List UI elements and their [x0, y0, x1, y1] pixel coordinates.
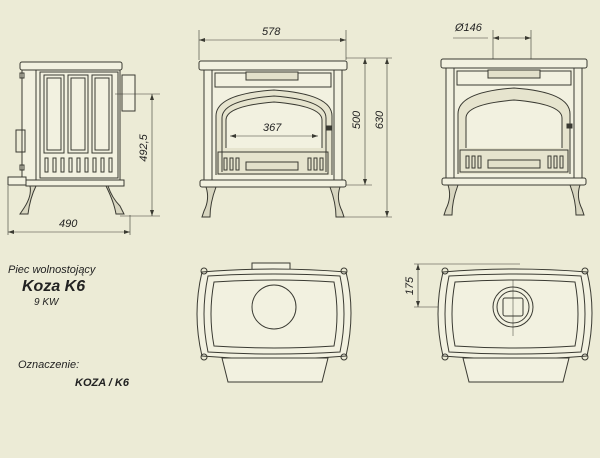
designation-value: KOZA / K6: [75, 377, 129, 389]
dim-top-flue-offset: 175: [404, 276, 417, 296]
side-view: [7, 61, 160, 235]
dim-side-flue-height: 492,5: [137, 134, 150, 162]
rear-view: [440, 30, 588, 216]
designation-label: Oznaczenie:: [18, 359, 80, 371]
dim-front-total-height: 630: [374, 110, 387, 130]
top-view: [196, 262, 352, 383]
dim-flue-diameter: Ø146: [455, 22, 482, 34]
front-view: [198, 30, 392, 218]
top-view-flue: [414, 263, 593, 383]
dim-front-body-height: 500: [351, 110, 364, 130]
product-model: Koza K6: [22, 278, 86, 295]
product-type-label: Piec wolnostojący: [8, 264, 96, 276]
dim-front-width: 578: [262, 26, 281, 38]
product-power: 9 KW: [34, 297, 59, 308]
dim-front-window-width: 367: [263, 122, 282, 134]
dim-side-depth: 490: [59, 218, 78, 230]
